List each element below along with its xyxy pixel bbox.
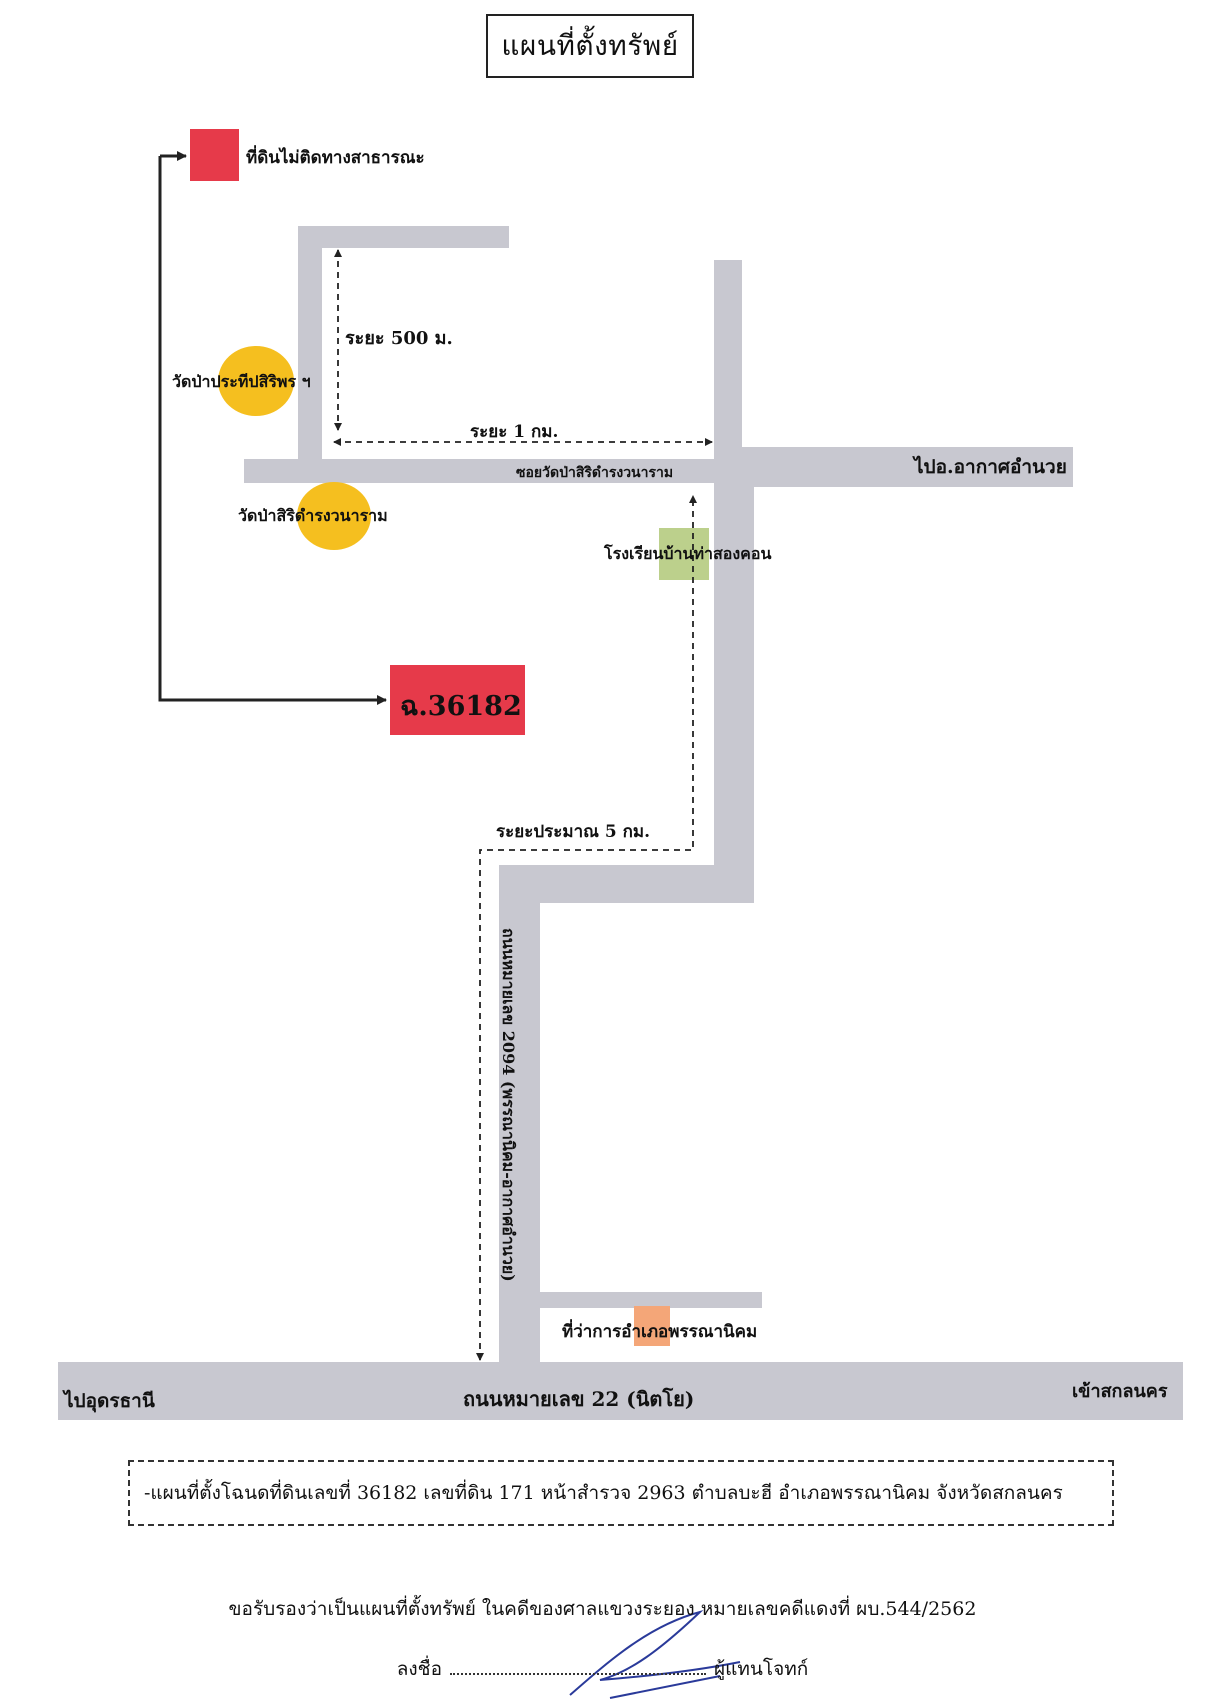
to-sakon-label: เข้าสกลนคร <box>1072 1381 1168 1402</box>
school-label: โรงเรียนบ้านท่าสองคอน <box>604 544 772 563</box>
road-vertical-east <box>714 447 754 903</box>
temple-2-marker <box>297 482 371 550</box>
road-to-akat <box>714 447 1073 487</box>
highway-2094-label: ถนนหมายเลข 2094 (พรรณานิคม-อากาศอำนวย) <box>499 928 518 1282</box>
to-akat-label: ไปอ.อากาศอำนวย <box>914 456 1067 478</box>
parcel-note: -แผนที่ตั้งโฉนดที่ดินเลขที่ 36182 เลขที่… <box>128 1460 1114 1526</box>
map-title: แผนที่ตั้งทรัพย์ <box>486 14 694 78</box>
road-soi <box>244 459 734 483</box>
temple-2-label: วัดป่าสิริดำรงวนาราม <box>238 506 388 525</box>
parcel-note-text: -แผนที่ตั้งโฉนดที่ดินเลขที่ 36182 เลขที่… <box>144 1482 1063 1504</box>
signature-line <box>449 1659 706 1675</box>
road-vertical-east-upper <box>714 260 742 460</box>
connector-lines <box>158 151 387 705</box>
temple-1-marker <box>218 346 294 416</box>
district-office-label: ที่ว่าการอำเภอพรรณานิคม <box>562 1322 758 1342</box>
signature-row: ลงชื่อ ผู้แทนโจทก์ <box>0 1654 1205 1684</box>
to-udon-label: ไปอุดรธานี <box>64 1390 155 1412</box>
highway-22 <box>58 1362 1183 1420</box>
road-north-vertical <box>298 226 322 464</box>
parcel-label: ฉ.36182 <box>400 691 522 722</box>
distance-500-label: ระยะ 500 ม. <box>345 328 453 349</box>
no-public-road-label: ที่ดินไม่ติดทางสาธารณะ <box>246 148 425 168</box>
soi-name-label: ซอยวัดป่าสิริดำรงวนาราม <box>516 465 674 481</box>
signature-role: ผู้แทนโจทก์ <box>713 1658 809 1680</box>
signature-scribble <box>569 1611 741 1699</box>
highway-22-label: ถนนหมายเลข 22 (นิตโย) <box>463 1387 695 1411</box>
arrow-to-parcel <box>158 156 387 705</box>
certification-text: ขอรับรองว่าเป็นแผนที่ตั้งทรัพย์ ในคดีของ… <box>228 1598 977 1620</box>
temple-1-label: วัดป่าประทีปสิริพร ฯ <box>172 372 311 391</box>
distance-5km-label: ระยะประมาณ 5 กม. <box>496 822 651 842</box>
no-public-road-marker <box>190 129 239 181</box>
signature-prefix: ลงชื่อ <box>396 1658 442 1680</box>
road-district-spur <box>540 1292 762 1308</box>
road-north-top <box>298 226 509 248</box>
dist-5km-line <box>476 495 697 1361</box>
distance-1km-label: ระยะ 1 กม. <box>470 422 559 442</box>
distance-lines <box>333 249 713 1361</box>
